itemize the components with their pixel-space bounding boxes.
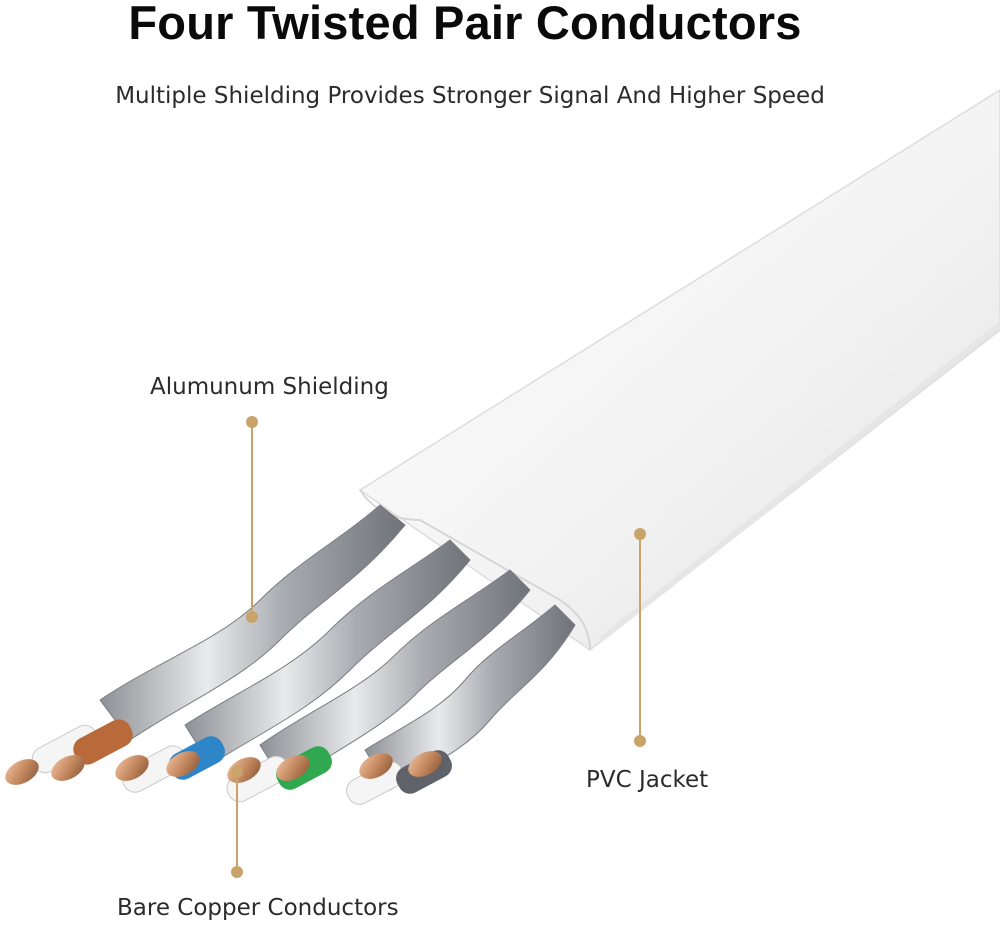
page-title: Four Twisted Pair Conductors (128, 0, 802, 49)
callout-aluminum-shielding: Alumunum Shielding (150, 374, 389, 400)
callout-bare-copper-conductors: Bare Copper Conductors (117, 895, 399, 921)
leader-line-shielding (246, 416, 258, 623)
page-subtitle: Multiple Shielding Provides Stronger Sig… (115, 83, 825, 109)
leader-line-jacket (634, 528, 646, 747)
callout-pvc-jacket: PVC Jacket (586, 767, 709, 793)
leader-line-conductors (231, 766, 243, 878)
